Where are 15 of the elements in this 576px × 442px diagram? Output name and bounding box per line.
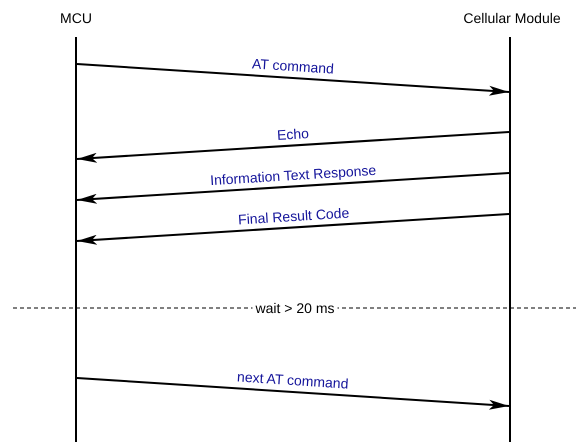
message-arrow	[76, 377, 510, 410]
message-label: Final Result Code	[237, 204, 350, 227]
message-label: Echo	[276, 124, 310, 142]
participant-label: MCU	[60, 10, 92, 26]
participant-label: Cellular Module	[463, 10, 561, 26]
message-arrow	[76, 131, 510, 163]
message-label: next AT command	[236, 368, 349, 392]
message-label: Information Text Response	[210, 161, 377, 188]
lifeline	[509, 37, 511, 442]
message-label: AT command	[252, 55, 334, 77]
delay-note: wait > 20 ms	[252, 300, 338, 316]
message-arrow	[76, 213, 510, 245]
message-arrow	[76, 172, 510, 204]
lifeline	[75, 37, 77, 442]
message-arrow	[76, 63, 510, 96]
